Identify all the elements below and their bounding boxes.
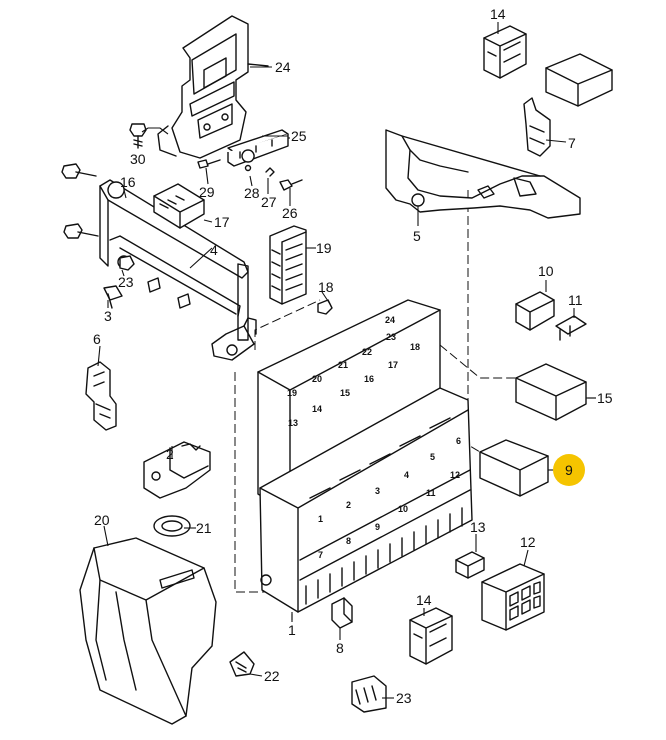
part-8-clip: [331, 597, 353, 629]
callout-21[interactable]: 21: [196, 520, 212, 536]
slot-4: 4: [404, 470, 409, 480]
part-20-cover: [79, 537, 217, 725]
slot-7: 7: [318, 550, 323, 560]
part-14-connector-bottom: [409, 607, 453, 665]
callout-30[interactable]: 30: [130, 151, 146, 167]
callout-27[interactable]: 27: [261, 194, 277, 210]
slot-13: 13: [288, 418, 298, 428]
slot-9: 9: [375, 522, 380, 532]
part-23-nut: [119, 255, 135, 271]
callout-11[interactable]: 11: [568, 292, 583, 308]
part-11-terminal: [555, 315, 587, 341]
slot-6: 6: [456, 436, 461, 446]
part-21-grommet: [153, 515, 191, 537]
slot-17: 17: [388, 360, 398, 370]
callout-23-left[interactable]: 23: [118, 274, 134, 290]
callout-29[interactable]: 29: [199, 184, 215, 200]
part-22-clip: [229, 651, 255, 677]
callout-28[interactable]: 28: [244, 185, 260, 201]
callout-12[interactable]: 12: [520, 534, 536, 550]
slot-15: 15: [340, 388, 350, 398]
callout-17[interactable]: 17: [214, 214, 230, 230]
slot-21: 21: [338, 360, 348, 370]
part-23-terminal-bottom: [351, 675, 387, 713]
part-18-screw: [317, 291, 333, 315]
callout-14-top[interactable]: 14: [490, 6, 506, 22]
part-4-carrier-rail: [99, 179, 257, 361]
callout-15[interactable]: 15: [597, 390, 613, 406]
callout-20[interactable]: 20: [94, 512, 110, 528]
slot-3: 3: [375, 486, 380, 496]
callout-labels: 24 25 30 29 28 27 26 16 17 19 4 23 18 3 …: [93, 6, 613, 706]
part-2-bracket: [143, 441, 211, 499]
small-fasteners-top: [129, 123, 303, 191]
part-6-hook-bracket: [85, 361, 117, 431]
slot-24: 24: [385, 315, 395, 325]
main-fuse-box: [259, 387, 473, 620]
relay-top-right: [545, 53, 613, 107]
slot-5: 5: [430, 452, 435, 462]
slot-2: 2: [346, 500, 351, 510]
slot-labels: 24 23 18 22 17 21 16 20 15 19 14 13 1 2 …: [287, 315, 461, 560]
slot-16: 16: [364, 374, 374, 384]
part-7-bracket: [523, 97, 551, 157]
part-15-relay: [515, 363, 596, 421]
part-3-clip: [103, 285, 123, 309]
slot-19: 19: [287, 388, 297, 398]
callout-10[interactable]: 10: [538, 263, 554, 279]
callout-13[interactable]: 13: [470, 519, 486, 535]
callout-3[interactable]: 3: [104, 308, 112, 324]
part-17-connector: [153, 183, 205, 229]
slot-8: 8: [346, 536, 351, 546]
part-12-connector-block: [481, 563, 545, 631]
callout-23-bottom[interactable]: 23: [396, 690, 412, 706]
callout-26[interactable]: 26: [282, 205, 298, 221]
slot-20: 20: [312, 374, 322, 384]
part-10-relay-socket: [515, 291, 555, 331]
slot-18: 18: [410, 342, 420, 352]
callout-7[interactable]: 7: [568, 135, 576, 151]
part-13-plug: [455, 551, 485, 579]
slot-11: 11: [426, 488, 436, 498]
callout-25[interactable]: 25: [291, 128, 307, 144]
slot-14: 14: [312, 404, 322, 414]
leader-lines: [97, 22, 596, 699]
callout-22[interactable]: 22: [264, 668, 280, 684]
part-19-terminal-block: [269, 225, 316, 305]
part-5-mounting-plate: [385, 129, 581, 226]
callout-8[interactable]: 8: [336, 640, 344, 656]
slot-1: 1: [318, 514, 323, 524]
callout-14-bottom[interactable]: 14: [416, 592, 432, 608]
callout-9-highlight[interactable]: [553, 454, 585, 486]
callout-4[interactable]: 4: [210, 242, 218, 258]
callout-5[interactable]: 5: [413, 228, 421, 244]
slot-10: 10: [398, 504, 408, 514]
slot-12: 12: [450, 470, 460, 480]
callout-2[interactable]: 2: [166, 446, 174, 462]
callout-19[interactable]: 19: [316, 240, 332, 256]
callout-24[interactable]: 24: [275, 59, 291, 75]
rail-bolts: [61, 163, 99, 239]
callout-6[interactable]: 6: [93, 331, 101, 347]
callout-9[interactable]: 9: [565, 462, 573, 478]
part-9-relay: [479, 439, 554, 497]
part-24-upper-bracket: [157, 15, 272, 159]
callout-18[interactable]: 18: [318, 279, 334, 295]
slot-23: 23: [386, 332, 396, 342]
part-14-connector-top: [483, 25, 527, 79]
callout-16[interactable]: 16: [120, 174, 136, 190]
callout-1[interactable]: 1: [288, 622, 296, 638]
slot-22: 22: [362, 347, 372, 357]
